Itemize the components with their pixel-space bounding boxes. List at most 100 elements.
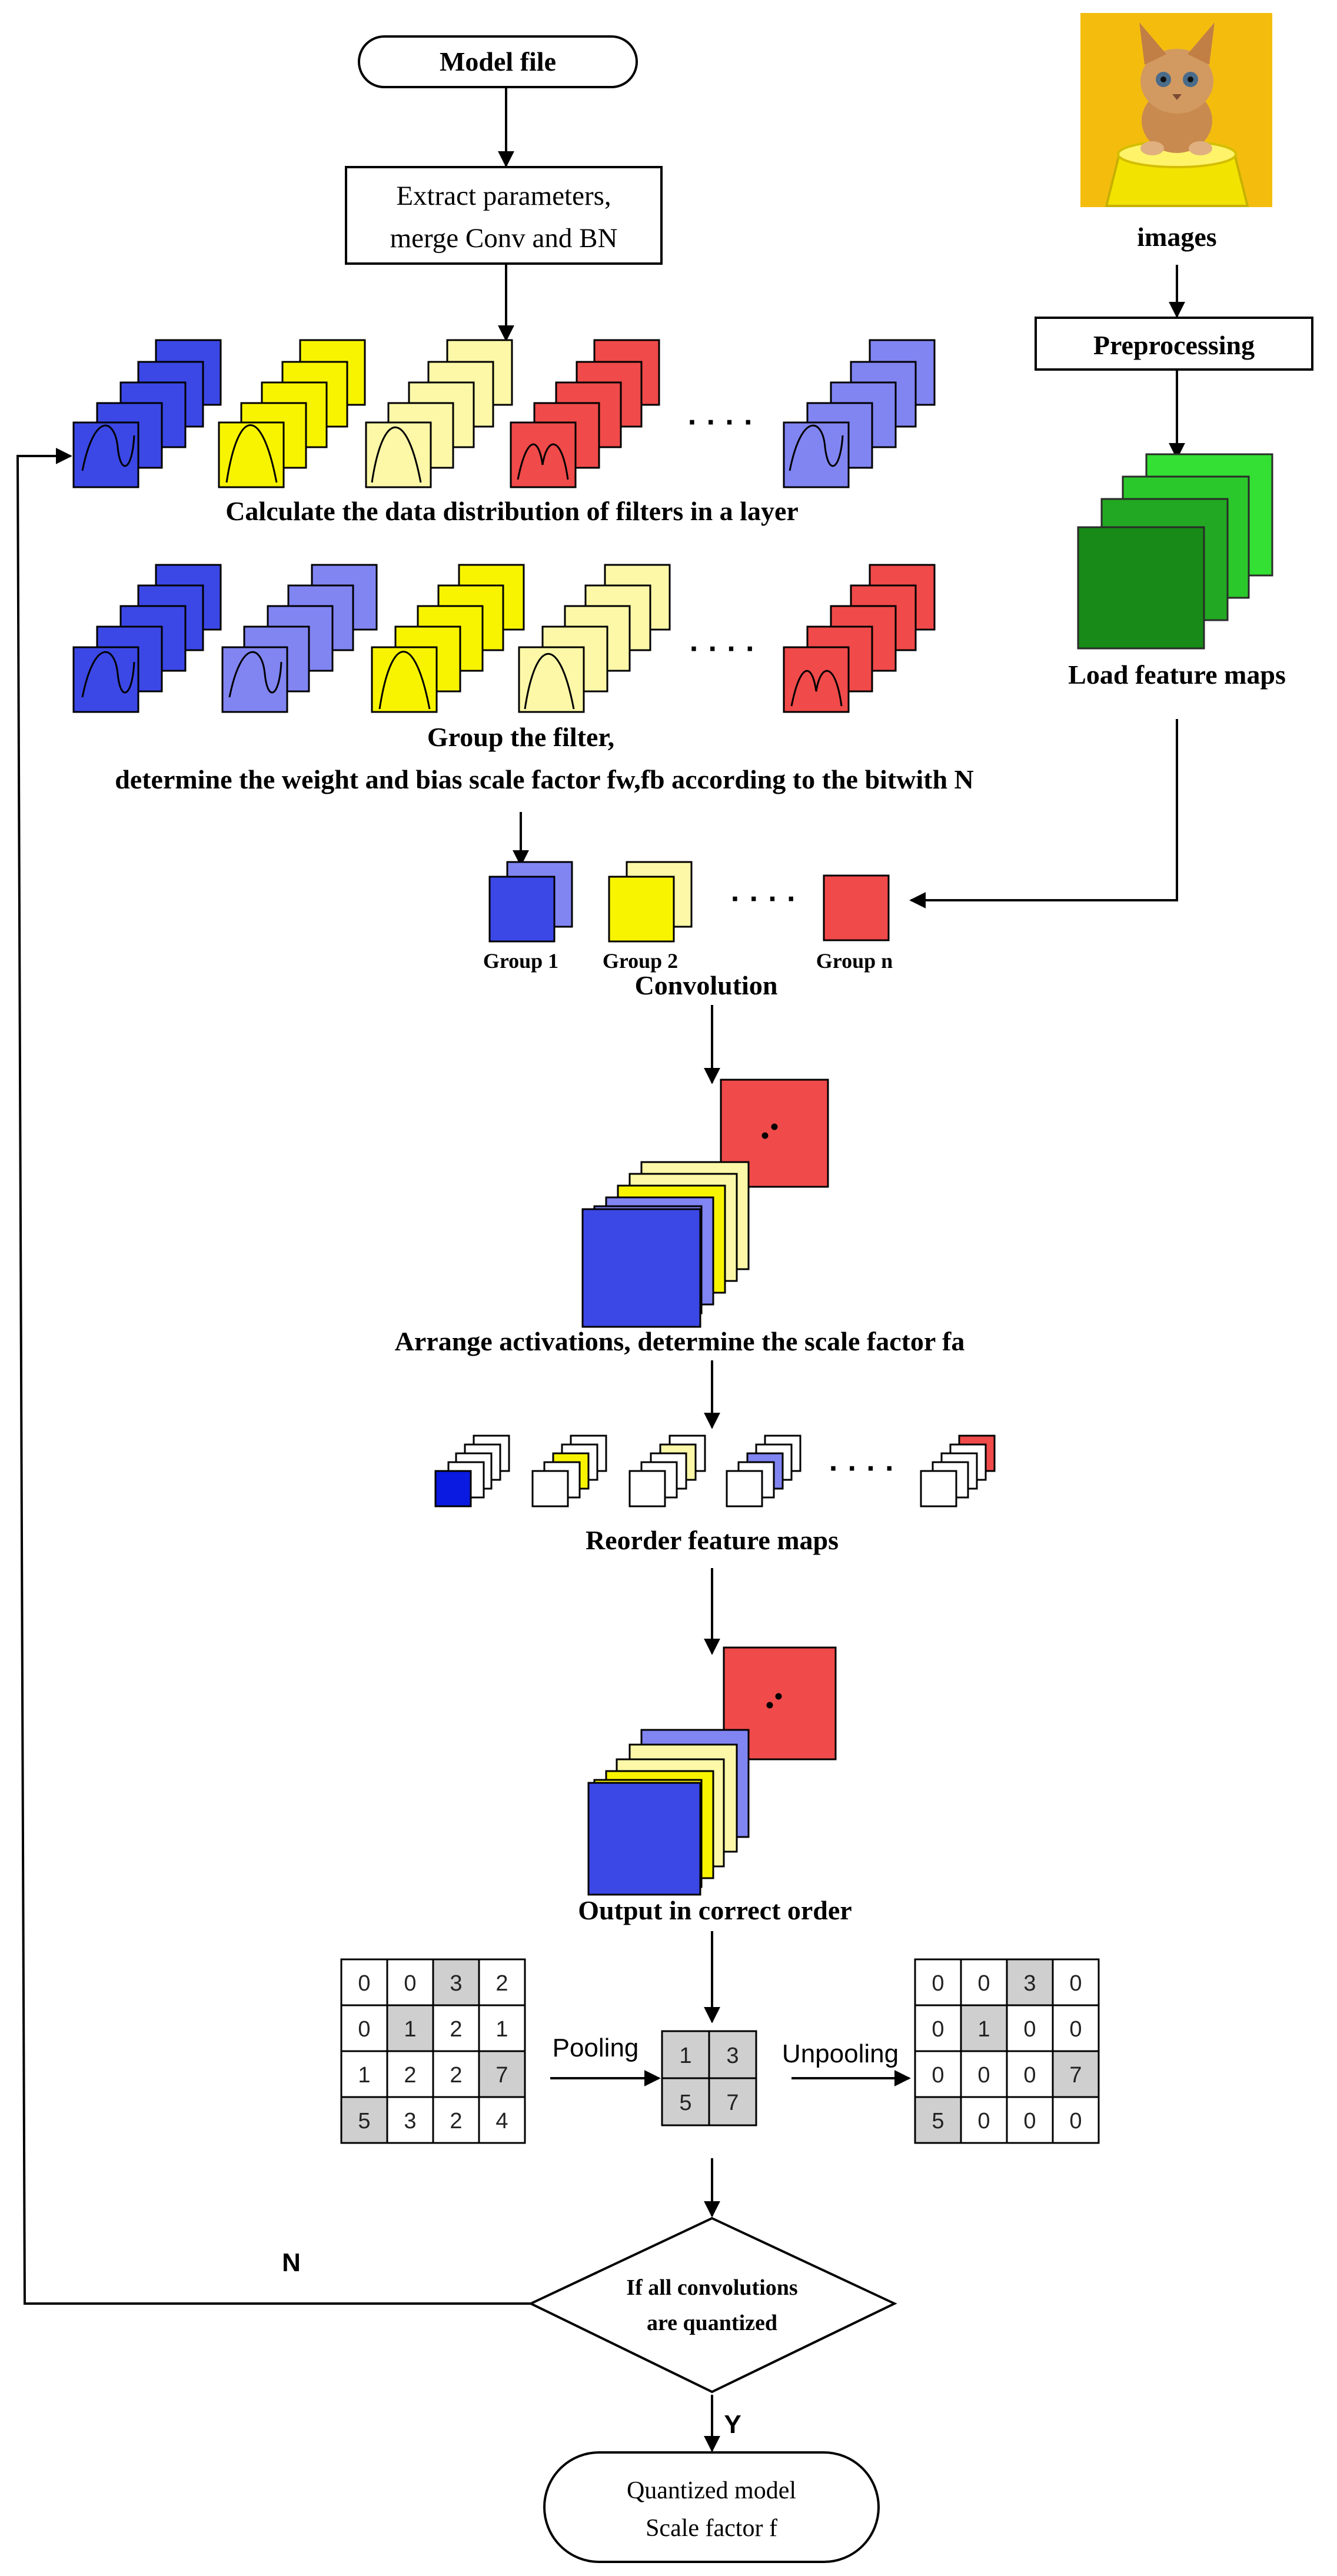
unpooled-matrix-cell <box>960 1958 1008 2006</box>
filter-distribution-row: · · · · <box>72 339 936 488</box>
unpooled-matrix-cell <box>914 2050 962 2098</box>
input-matrix-cell <box>478 2004 526 2052</box>
unpooled-matrix-value: 0 <box>1069 2109 1082 2134</box>
no-label: N <box>282 2248 301 2277</box>
input-matrix-cell <box>386 1958 434 2006</box>
unpooled-matrix-value: 0 <box>1069 1971 1082 1996</box>
reorder-stacks <box>434 1435 996 1507</box>
extract-label-line2: merge Conv and BN <box>390 223 618 254</box>
end-node: Quantized model Scale factor f <box>543 2451 880 2563</box>
convolution-label: Convolution <box>635 970 778 1000</box>
grouped-stack-light-yellow <box>518 564 671 713</box>
preprocessing-label: Preprocessing <box>1093 330 1255 360</box>
unpooled-matrix-cell <box>960 2050 1008 2098</box>
unpooled-matrix-value: 5 <box>932 2109 944 2134</box>
pooled-matrix: 1 3 5 7 <box>661 2030 757 2126</box>
pooling-label: Pooling <box>553 2033 639 2062</box>
pooled-matrix-value: 5 <box>679 2091 691 2115</box>
preprocessing-node: Preprocessing <box>1035 317 1313 371</box>
grouped-stack-yellow <box>371 564 525 713</box>
input-matrix-value: 0 <box>358 2017 370 2042</box>
unpooled-matrix-value: 0 <box>932 2063 944 2088</box>
load-feature-maps-label: Load feature maps <box>1068 660 1286 690</box>
input-matrix-value: 2 <box>450 2063 462 2088</box>
end-label-line2: Scale factor f <box>646 2515 777 2542</box>
unpooled-matrix-cell <box>1006 2096 1054 2144</box>
ellipsis: · · · · <box>688 405 754 440</box>
input-matrix-cell <box>432 2004 480 2052</box>
pooled-matrix-cell <box>708 2030 757 2079</box>
unpooled-matrix-value: 0 <box>932 1971 944 1996</box>
filter-stack-blue <box>72 339 222 488</box>
unpooled-matrix-value: 7 <box>1069 2063 1082 2088</box>
input-matrix-cell <box>432 1958 480 2006</box>
filter-stack-yellow <box>218 339 366 488</box>
group-filter-label-line1: Group the filter, <box>427 722 614 752</box>
unpooled-matrix-cell <box>1052 2004 1100 2052</box>
grouped-stack-light-blue <box>221 564 378 713</box>
input-matrix-cell <box>478 1958 526 2006</box>
input-matrix-value: 5 <box>358 2109 370 2134</box>
unpooled-matrix-value: 0 <box>1023 2109 1036 2134</box>
grouped-stack-blue <box>72 564 222 713</box>
input-matrix-value: 4 <box>495 2109 508 2134</box>
input-matrix-value: 0 <box>358 1971 370 1996</box>
input-matrix-cell <box>386 2004 434 2052</box>
unpooled-matrix-value: 0 <box>977 2063 990 2088</box>
pooled-matrix-cell <box>708 2077 757 2126</box>
unpooled-matrix-cell <box>1052 1958 1100 2006</box>
input-matrix-cell <box>432 2096 480 2144</box>
input-matrix-value: 2 <box>404 2063 416 2088</box>
input-matrix-cell <box>386 2096 434 2144</box>
model-file-label: Model file <box>440 46 556 76</box>
output-order-label: Output in correct order <box>578 1895 852 1925</box>
unpooled-matrix-cell <box>960 2096 1008 2144</box>
unpooled-matrix-value: 0 <box>1069 2017 1082 2042</box>
group2-label: Group 2 <box>603 949 678 973</box>
unpooled-matrix-cell <box>1052 2096 1100 2144</box>
feature-maps-stack <box>1077 453 1273 650</box>
unpooled-matrix-value: 0 <box>977 2109 990 2134</box>
input-matrix-value: 3 <box>450 1971 462 1996</box>
decision-label-line1: If all convolutions <box>626 2275 797 2300</box>
input-matrix-cell <box>386 2050 434 2098</box>
pooled-matrix-value: 7 <box>726 2091 739 2115</box>
filter-stack-red <box>510 339 660 488</box>
filter-stack-light-blue <box>783 339 936 488</box>
input-matrix-value: 3 <box>404 2109 416 2134</box>
input-matrix-value: 7 <box>495 2063 508 2088</box>
pooled-matrix-value: 3 <box>726 2044 739 2068</box>
input-matrix-value: 1 <box>404 2017 416 2042</box>
yes-label: Y <box>724 2410 741 2439</box>
model-file-node: Model file <box>358 35 638 88</box>
unpooled-matrix-cell <box>914 2096 962 2144</box>
grouped-stack-red <box>783 564 936 713</box>
unpooled-matrix-cell <box>1052 2050 1100 2098</box>
unpooled-matrix-value: 0 <box>1023 2017 1036 2042</box>
unpooling-label: Unpooling <box>782 2039 899 2068</box>
decision-node: If all convolutions are quantized <box>528 2216 897 2394</box>
input-matrix-cell <box>340 2096 388 2144</box>
groupn-label: Group n <box>816 949 893 973</box>
filter-grouping-row: · · · · <box>72 564 936 713</box>
kitten-image <box>1080 13 1272 207</box>
extract-parameters-node: Extract parameters, merge Conv and BN <box>345 166 663 265</box>
unpooled-matrix-cell <box>914 2004 962 2052</box>
ellipsis-groups: · · · · <box>731 882 797 916</box>
unpooled-matrix-value: 1 <box>977 2017 990 2042</box>
group-filter-label-line2: determine the weight and bias scale fact… <box>115 764 974 794</box>
filter-stack-light-yellow <box>365 339 513 488</box>
activations-stack <box>581 1079 829 1328</box>
pooled-matrix-value: 1 <box>679 2044 691 2068</box>
images-label: images <box>1137 222 1216 252</box>
reorder-label: Reorder feature maps <box>586 1525 839 1555</box>
connectors <box>16 87 1185 2452</box>
unpooled-matrix-value: 0 <box>977 1971 990 1996</box>
ellipsis-row2: · · · · <box>690 632 756 666</box>
unpooled-matrix-value: 3 <box>1023 1971 1036 1996</box>
input-matrix-cell <box>478 2096 526 2144</box>
input-matrix-value: 2 <box>495 1971 508 1996</box>
